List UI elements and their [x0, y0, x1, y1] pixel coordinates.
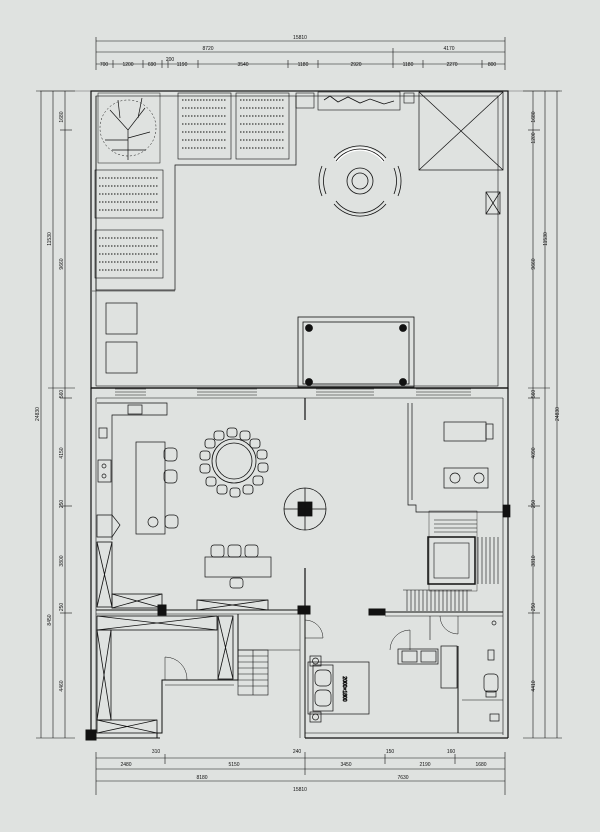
left-inner-label: 4150: [59, 447, 65, 458]
door-swings: [164, 615, 459, 681]
right-inner-label: 3810: [531, 555, 537, 566]
top-detail-label: 700: [100, 62, 109, 68]
top-detail-label: 800: [488, 62, 497, 68]
bottom-detail-label: 3450: [340, 762, 351, 768]
left-inner-label: 4460: [59, 680, 65, 691]
bottom-detail-label: 240: [293, 749, 302, 755]
top-detail-label: 200: [166, 57, 175, 63]
left-inner-label: 9660: [59, 258, 65, 269]
bottom-detail-label: 310: [152, 749, 161, 755]
top-segment-label: 8720: [202, 46, 213, 52]
top-detail-label: 2270: [446, 62, 457, 68]
right-inner-label: 9660: [531, 258, 537, 269]
windows-top: [115, 388, 471, 396]
right-inner-label: 560: [531, 390, 537, 399]
left-mid-label: 11530: [47, 232, 53, 246]
bottom-total-label: 15810: [293, 787, 307, 793]
left-outer-label: 24830: [35, 407, 41, 421]
gym-room: [407, 403, 511, 518]
bottom-dim-text: 310 2480 5150 240 3450 150 2190 160 1680…: [120, 749, 486, 793]
round-table-outdoor: [318, 145, 402, 217]
water-feature: [295, 91, 415, 111]
right-inner-label: 4410: [531, 680, 537, 691]
left-inner-label: 250: [59, 603, 65, 612]
right-inner-label: 1200: [531, 132, 537, 143]
top-dim-text: 15810 8720 4170 700 1200 690 200 1190 35…: [100, 35, 497, 68]
right-dim-text: 24830 11530 1680 1200 9660 560 4090 250 …: [531, 111, 561, 691]
dining-chairs: [199, 427, 269, 498]
pergola: [297, 316, 415, 388]
left-mid-label: 8450: [47, 614, 53, 625]
kitchen-counter: [96, 402, 179, 540]
top-detail-label: 1190: [177, 62, 188, 68]
square-canopy: [418, 91, 504, 215]
central-column-table: [283, 398, 327, 531]
left-dimensions: [36, 90, 75, 739]
stepping-stones: [105, 302, 138, 374]
bottom-detail-label: 2480: [120, 762, 131, 768]
bottom-detail-label: 2190: [419, 762, 430, 768]
bed-size-label: 2000×1800: [341, 676, 347, 701]
top-detail-label: 1200: [122, 62, 133, 68]
left-inner-label: 560: [59, 390, 65, 399]
left-inner-label: 3800: [59, 555, 65, 566]
right-dimensions: [523, 90, 562, 739]
left-inner-label: 1680: [59, 111, 65, 122]
right-inner-label: 1680: [531, 111, 537, 122]
staircase-left: [237, 649, 269, 696]
top-dimensions: [40, 37, 560, 92]
bottom-dimensions: [95, 752, 506, 795]
bottom-segment-label: 7630: [397, 775, 408, 781]
courtyard: [90, 90, 509, 389]
top-detail-label: 3540: [237, 62, 248, 68]
bottom-detail-label: 1680: [475, 762, 486, 768]
top-total-label: 15810: [293, 35, 307, 41]
exterior-walls: [90, 387, 509, 739]
top-detail-label: 2920: [350, 62, 361, 68]
master-bedroom: 2000×1800: [307, 655, 370, 723]
round-dining-table: [199, 427, 269, 498]
right-inner-label: 250: [531, 603, 537, 612]
left-inner-label: 250: [59, 500, 65, 509]
top-detail-label: 690: [148, 62, 157, 68]
bottom-detail-label: 5150: [228, 762, 239, 768]
top-detail-label: 1180: [298, 62, 309, 68]
wardrobes-left: [96, 541, 269, 734]
bathroom: [397, 620, 500, 722]
left-dim-text: 24830 11530 8450 1680 9660 560 4150 250 …: [35, 111, 65, 691]
bottom-detail-label: 160: [447, 749, 456, 755]
bottom-segment-label: 8180: [196, 775, 207, 781]
right-mid-label: 11530: [543, 232, 549, 246]
right-inner-label: 4090: [531, 447, 537, 458]
tree-icon: [97, 92, 161, 164]
long-table: [204, 544, 306, 608]
shrub-planters: [94, 92, 290, 279]
staircase-right: [403, 510, 499, 611]
right-inner-label: 250: [531, 500, 537, 509]
bottom-detail-label: 150: [386, 749, 395, 755]
top-detail-label: 1180: [403, 62, 414, 68]
right-outer-label: 24830: [555, 407, 561, 421]
top-segment-label: 4170: [443, 46, 454, 52]
